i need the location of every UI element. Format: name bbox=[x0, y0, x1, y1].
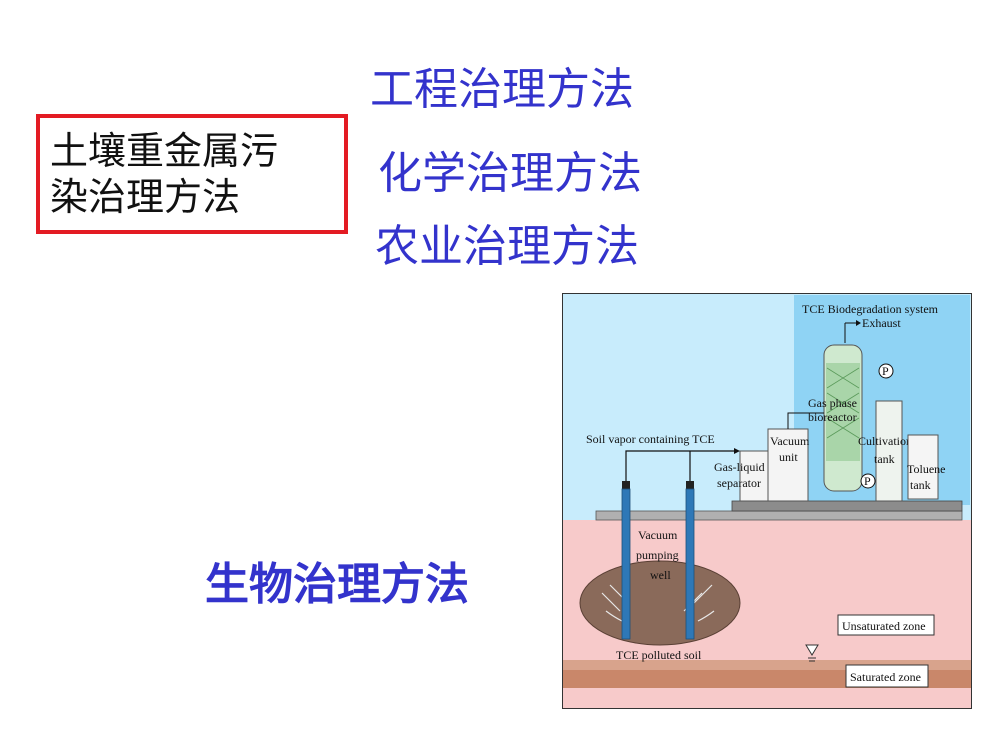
saturated-zone-label: Saturated zone bbox=[850, 670, 921, 684]
vacuum-unit-label-1: Vacuum bbox=[770, 434, 810, 448]
vacuum-unit bbox=[767, 428, 809, 502]
polluted-soil-zone bbox=[579, 560, 741, 646]
equipment-base bbox=[731, 500, 963, 512]
pump-top-symbol: P bbox=[882, 364, 889, 378]
pump-bottom-icon bbox=[860, 473, 876, 489]
well-pipe-left bbox=[621, 488, 631, 640]
gas-phase-label-1: Gas phase bbox=[808, 396, 857, 410]
bottom-soil-1 bbox=[563, 660, 971, 670]
well-label-1: Vacuum bbox=[638, 528, 678, 542]
agricultural-method: 农业治理方法 bbox=[375, 221, 639, 272]
system-title: TCE Biodegradation system bbox=[802, 302, 939, 316]
vapor-arrowhead bbox=[734, 448, 740, 454]
cultivation-tank bbox=[875, 400, 903, 502]
toluene-label-2: tank bbox=[910, 478, 931, 492]
exhaust-arrowhead bbox=[856, 320, 861, 326]
pump-top-icon bbox=[878, 363, 894, 379]
title-line-2: 染治理方法 bbox=[50, 175, 241, 219]
ground-platform bbox=[595, 510, 963, 521]
gas-liquid-separator bbox=[739, 450, 769, 502]
bioreactor-packing bbox=[826, 367, 860, 439]
tce-biodegradation-diagram: TCE Biodegradation system Exhaust P Gas … bbox=[562, 293, 972, 709]
separator-label-1: Gas-liquid bbox=[714, 460, 765, 474]
vacuum-to-reactor-pipe bbox=[787, 412, 824, 429]
well-pipe-right bbox=[685, 488, 695, 640]
saturated-zone-box bbox=[845, 664, 929, 688]
unsaturated-zone-label: Unsaturated zone bbox=[842, 619, 926, 633]
separator-label-2: separator bbox=[717, 476, 761, 490]
vapor-pipe-left bbox=[625, 450, 734, 481]
bottom-soil-3 bbox=[563, 688, 971, 708]
cultivation-label-2: tank bbox=[874, 452, 895, 466]
unsaturated-zone-box bbox=[837, 614, 935, 636]
diagram-frame bbox=[562, 293, 972, 709]
well-cap-left bbox=[622, 481, 630, 489]
polluted-soil-label: TCE polluted soil bbox=[616, 648, 702, 662]
water-table-icon bbox=[805, 644, 819, 656]
engineering-method: 工程治理方法 bbox=[370, 64, 634, 115]
bioreactor-media bbox=[826, 363, 860, 461]
exhaust-label: Exhaust bbox=[862, 316, 901, 330]
title-line-1: 土壤重金属污 bbox=[50, 129, 279, 173]
soil-vapor-label: Soil vapor containing TCE bbox=[586, 432, 715, 446]
toluene-label-1: Toluene bbox=[907, 462, 945, 476]
cultivation-label-1: Cultivation bbox=[858, 434, 912, 448]
vacuum-unit-label-2: unit bbox=[779, 450, 798, 464]
well-cap-right bbox=[686, 481, 694, 489]
well-label-3: well bbox=[650, 568, 671, 582]
diagram-svg: TCE Biodegradation system Exhaust P Gas … bbox=[562, 293, 972, 709]
title-box: 土壤重金属污 染治理方法 bbox=[36, 114, 348, 234]
gas-phase-label-2: bioreactor bbox=[808, 410, 857, 424]
pump-bottom-symbol: P bbox=[864, 474, 871, 488]
toluene-tank bbox=[907, 434, 939, 500]
biological-method: 生物治理方法 bbox=[205, 559, 469, 610]
well-label-2: pumping bbox=[636, 548, 679, 562]
chemical-method: 化学治理方法 bbox=[378, 148, 642, 199]
